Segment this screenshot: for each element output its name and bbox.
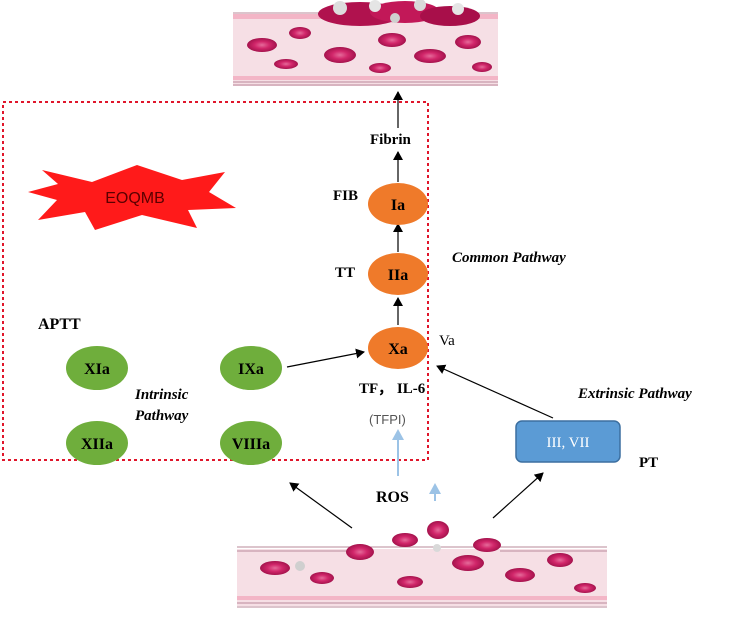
node-viiia-label: VIIIa [232, 436, 270, 453]
pt-label: PT [639, 455, 658, 471]
node-ia: Ia [368, 183, 428, 225]
blood-vessel-icon [237, 521, 607, 608]
tf-il6-label: TF， IL-6 [359, 381, 426, 397]
ixa-to-xa-arrow [286, 348, 365, 368]
intrinsic-label-line1: Intrinsic [134, 387, 189, 403]
node-xia: XIa [66, 346, 128, 390]
node-iia-label: IIa [388, 267, 408, 284]
node-iii-vii-label: III, VII [546, 435, 589, 451]
ros-label: ROS [376, 489, 409, 506]
node-xa-label: Xa [388, 341, 408, 358]
node-ia-label: Ia [391, 197, 405, 214]
common-pathway-label: Common Pathway [452, 250, 566, 266]
node-ixa-label: IXa [238, 361, 264, 378]
va-label: Va [439, 333, 455, 349]
vessel-to-extrinsic-arrow [492, 472, 544, 519]
node-xiia-label: XIIa [81, 436, 113, 453]
tt-label: TT [335, 265, 355, 281]
node-xa: Xa [368, 327, 428, 369]
node-iia: IIa [368, 253, 428, 295]
blood-clot-icon [233, 0, 498, 86]
node-xia-label: XIa [84, 361, 110, 378]
star-burst-icon: EOQMB [28, 165, 236, 230]
extrinsic-to-xa-arrow [436, 364, 554, 419]
vessel-to-intrinsic-arrow [289, 482, 353, 529]
intrinsic-label-line2: Pathway [135, 408, 189, 424]
cascade-arrows [286, 91, 554, 529]
fibrin-label: Fibrin [370, 132, 411, 148]
intrinsic-region-frame [2, 101, 429, 461]
tfpi-label: (TFPI) [369, 412, 406, 427]
extrinsic-pathway-label: Extrinsic Pathway [577, 386, 692, 402]
node-viiia: VIIIa [220, 421, 282, 465]
node-ixa: IXa [220, 346, 282, 390]
aptt-label: APTT [38, 316, 81, 333]
node-iii-vii: III, VII [515, 420, 621, 463]
eoqmb-label: EOQMB [105, 190, 165, 207]
fib-label: FIB [333, 188, 358, 204]
node-xiia: XIIa [66, 421, 128, 465]
